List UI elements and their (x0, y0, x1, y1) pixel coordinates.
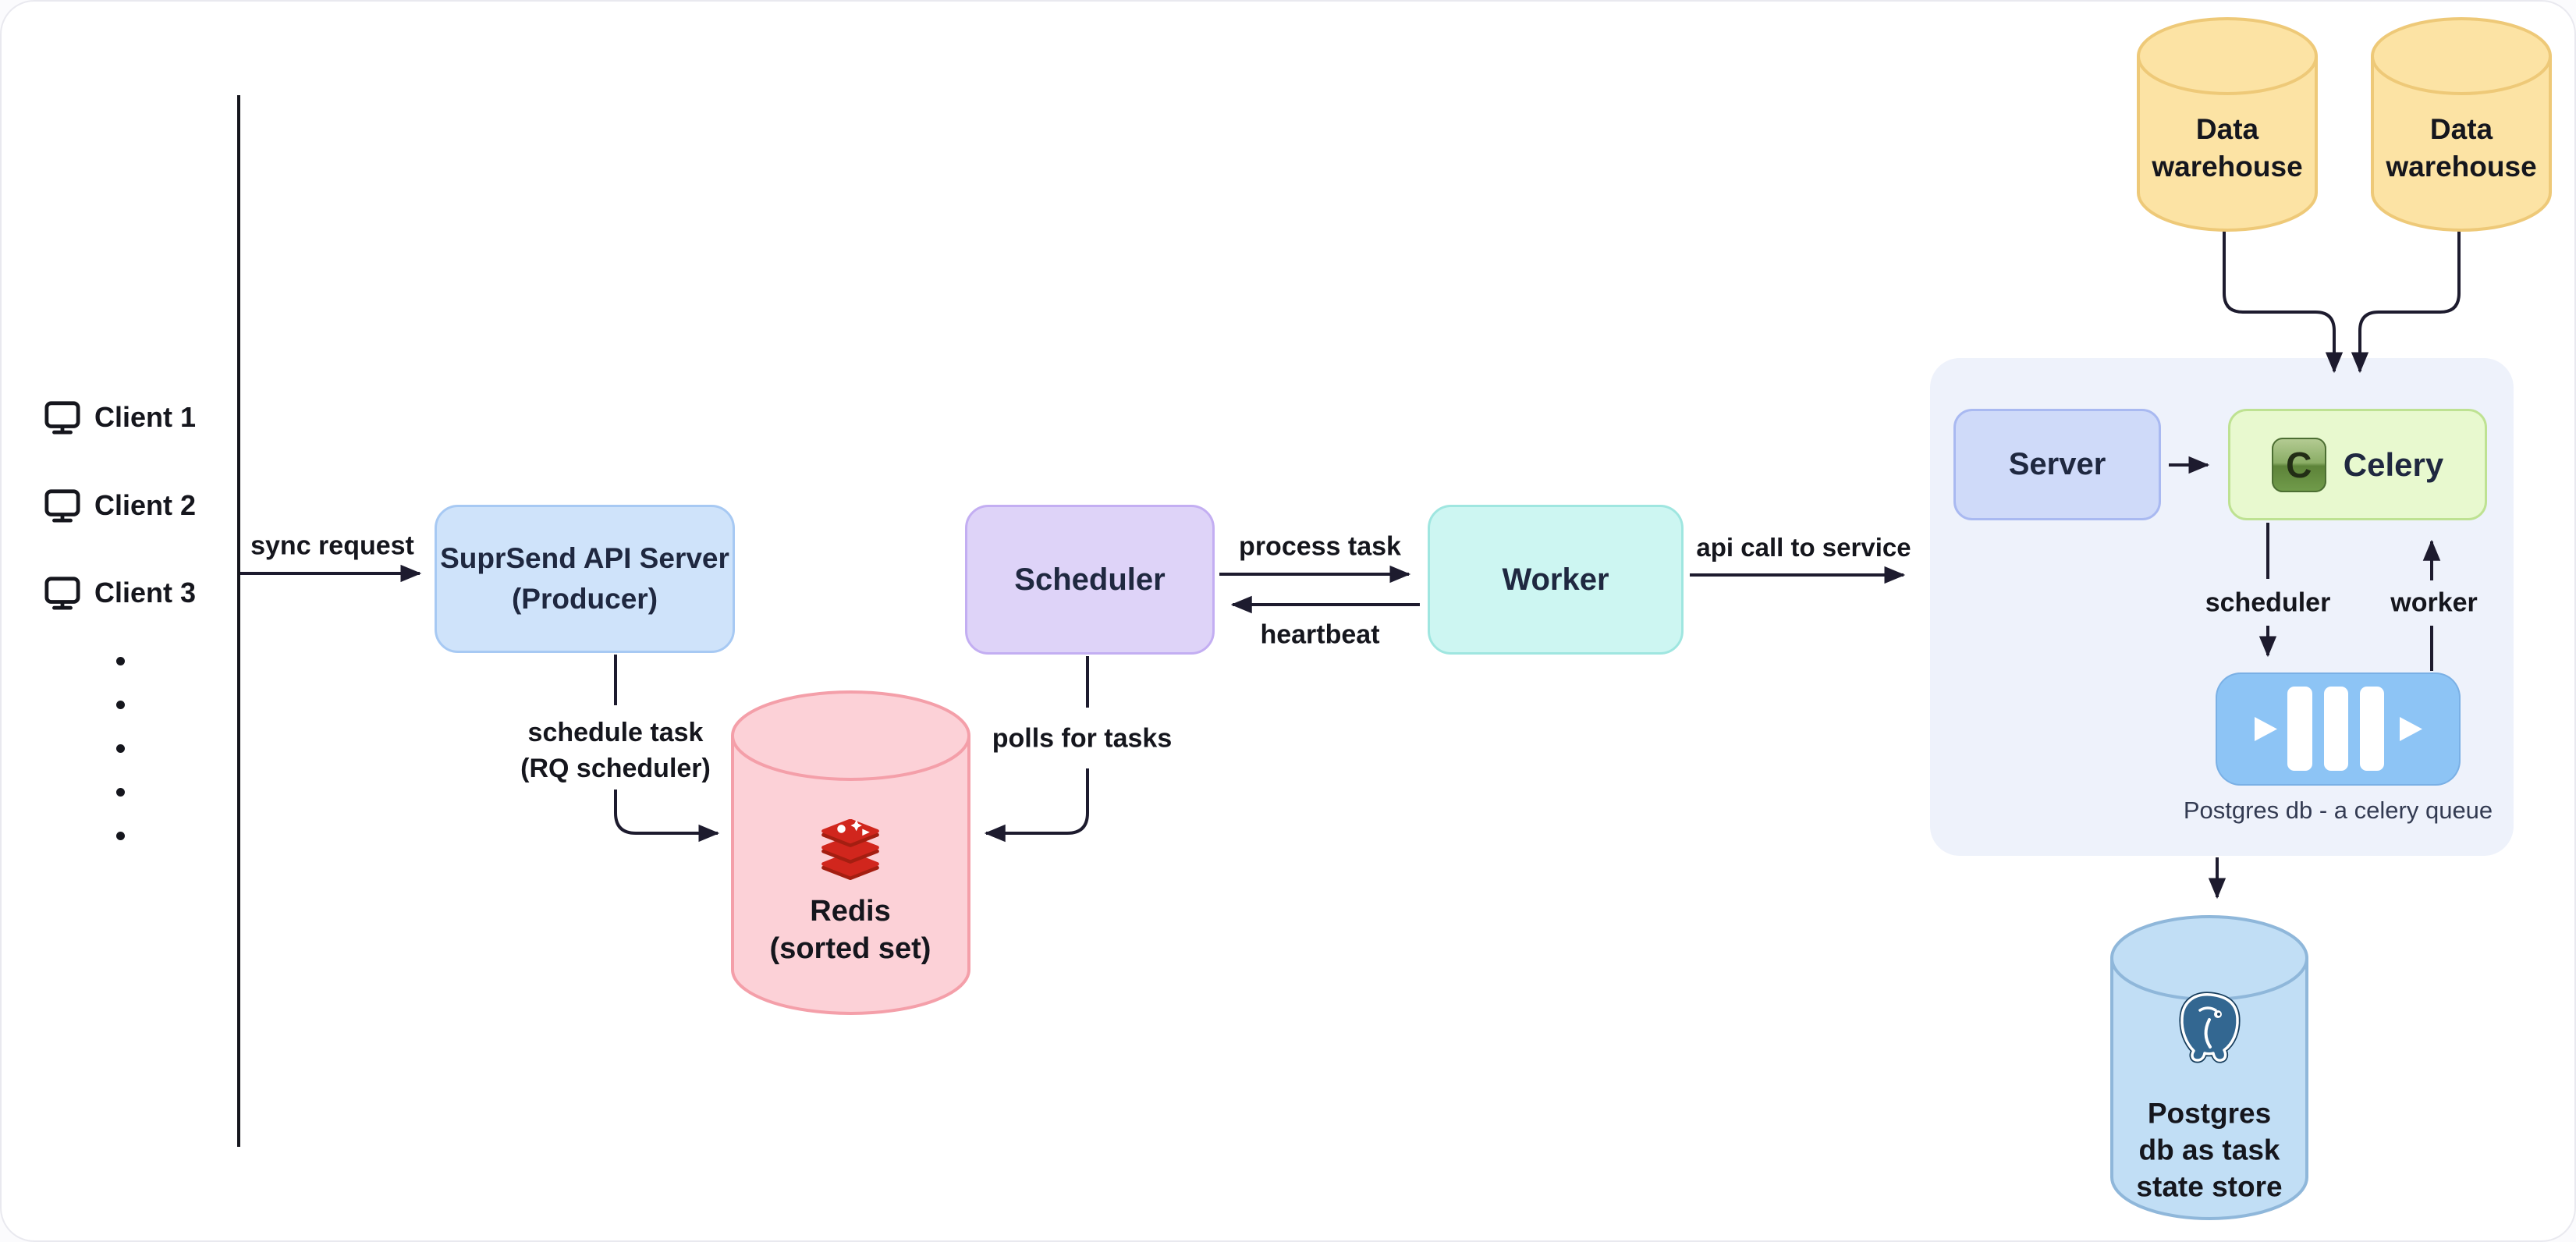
data-warehouse-left-label: Data warehouse (2152, 111, 2302, 186)
scheduler-box-label: Scheduler (1014, 562, 1166, 597)
client-label: Client 2 (94, 489, 197, 521)
redis-line2: (sorted set) (769, 932, 931, 965)
ellipsis-dot (116, 788, 125, 797)
process-task-label: process task (1239, 531, 1401, 562)
monitor-icon (44, 489, 80, 523)
queue-caption: Postgres db - a celery queue (2183, 797, 2493, 824)
postgres-store-cylinder (2110, 915, 2308, 1220)
ellipsis-dot (116, 744, 125, 753)
worker-box: Worker (1428, 505, 1684, 655)
postgres-store-line1: Postgres (2147, 1097, 2272, 1130)
ellipsis-dot (116, 701, 125, 709)
suprsend-api-server-box: SuprSend API Server (Producer) (435, 505, 735, 653)
client-label: Client 1 (94, 401, 197, 433)
producer-line1: SuprSend API Server (440, 542, 729, 574)
celery-box-label: Celery (2343, 445, 2444, 483)
client-label: Client 3 (94, 577, 197, 609)
celery-box: C Celery (2228, 409, 2487, 520)
panel-worker-label: worker (2390, 587, 2478, 618)
schedule-task-line1: schedule task (527, 718, 704, 747)
schedule-task-label: schedule task (RQ scheduler) (520, 715, 711, 786)
client-3-row: Client 3 (44, 574, 196, 612)
client-2-row: Client 2 (44, 487, 196, 524)
ellipsis-dot (116, 657, 125, 665)
ellipsis-dot (116, 832, 125, 840)
warehouse-line1: Data (2195, 113, 2259, 145)
heartbeat-label: heartbeat (1260, 619, 1380, 650)
schedule-task-line2: (RQ scheduler) (520, 754, 711, 783)
data-warehouse-right-label: Data warehouse (2386, 111, 2536, 186)
postgresql-icon (2170, 990, 2248, 1072)
celery-icon: C (2271, 437, 2326, 492)
warehouse-left-arrow (2223, 231, 2344, 374)
panel-scheduler-label: scheduler (2205, 587, 2331, 618)
server-box-label: Server (2008, 447, 2106, 481)
monitor-icon (44, 577, 80, 610)
producer-line2: (Producer) (511, 583, 658, 615)
sync-request-label: sync request (250, 531, 414, 561)
postgres-store-label: Postgres db as task state store (2136, 1095, 2282, 1205)
queue-glyph (2255, 687, 2422, 771)
api-call-label: api call to service (1696, 533, 1911, 562)
postgres-store-line3: state store (2136, 1170, 2283, 1203)
polls-arrow (984, 768, 1089, 843)
data-warehouse-left-cylinder (2137, 17, 2318, 232)
server-box: Server (1953, 409, 2161, 520)
monitor-icon (44, 401, 80, 435)
schedule-task-arrow (614, 790, 720, 843)
postgres-store-line2: db as task (2138, 1134, 2280, 1166)
warehouse-right-arrow (2351, 231, 2461, 374)
redis-line1: Redis (810, 895, 891, 928)
polls-for-tasks-label: polls for tasks (992, 723, 1173, 754)
worker-box-label: Worker (1502, 562, 1609, 597)
warehouse-line2: warehouse (2386, 151, 2537, 183)
client-1-row: Client 1 (44, 399, 196, 436)
scheduler-box: Scheduler (965, 505, 1215, 655)
warehouse-line2: warehouse (2152, 151, 2303, 183)
redis-icon (813, 818, 888, 893)
warehouse-line1: Data (2429, 113, 2493, 145)
data-warehouse-right-cylinder (2371, 17, 2552, 232)
celery-queue-icon (2216, 672, 2461, 786)
redis-label: Redis (sorted set) (770, 892, 931, 967)
celery-icon-letter: C (2286, 444, 2312, 485)
